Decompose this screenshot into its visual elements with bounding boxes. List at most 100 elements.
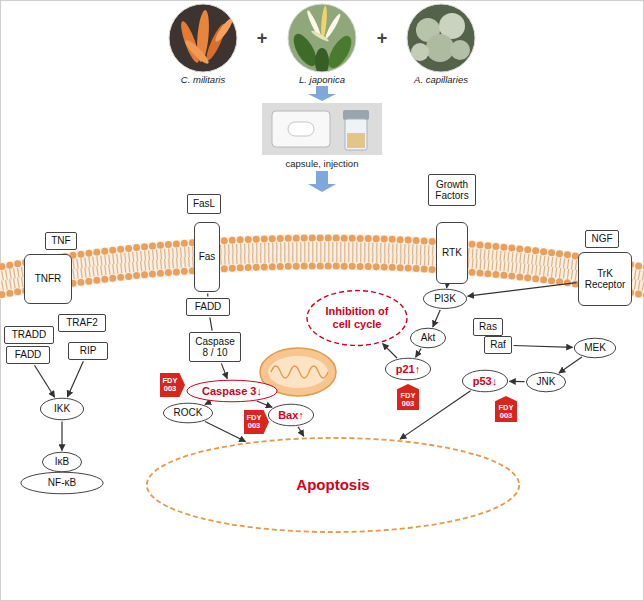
wormwood-photo — [403, 0, 483, 80]
foliage — [426, 34, 454, 62]
ellipse-shape — [385, 358, 430, 380]
adaptor-box: TRADD — [4, 326, 54, 344]
node-text: JNK — [537, 376, 556, 388]
photo-frame — [407, 4, 475, 72]
node-text: Growth Factors — [432, 179, 472, 202]
node-text: FDY 003 — [496, 404, 516, 420]
node-text: Inhibition of cell cycle — [324, 305, 390, 331]
protein-box: Raf — [484, 336, 512, 354]
cordyceps-photo — [165, 0, 245, 80]
target-ellipse: Bax↑ — [268, 404, 314, 426]
species-name: L. japonica — [299, 74, 345, 85]
adaptor-box: FADD — [6, 346, 50, 364]
target-ellipse: p53↓ — [462, 370, 508, 392]
connector-arrow — [67, 361, 83, 397]
ellipse-shape — [526, 372, 565, 392]
node-text: RIP — [80, 345, 97, 357]
photo-ground — [262, 103, 382, 155]
node-text: NGF — [591, 233, 612, 245]
tag-shape — [397, 384, 419, 410]
block-arrow — [308, 171, 336, 192]
node-text: RTK — [442, 247, 462, 259]
leaf — [324, 32, 356, 71]
node-text: PI3K — [434, 293, 456, 305]
protein-box: Caspase 8 / 10 — [189, 332, 240, 362]
fruiting-body — [183, 38, 211, 66]
photo-ground — [165, 0, 245, 80]
protein-ellipse: Akt — [410, 328, 446, 348]
node-text: FDY 003 — [245, 414, 264, 430]
ellipse-shape — [40, 398, 83, 420]
node-text: Fas — [199, 251, 216, 263]
connector-arrow — [383, 344, 397, 358]
adaptor-box: FADD — [186, 298, 230, 316]
ellipse-shape — [574, 338, 615, 358]
connector-arrow — [416, 349, 422, 358]
tag-shape — [244, 410, 269, 434]
node-text: MEK — [584, 342, 606, 354]
protein-ellipse: MEK — [574, 338, 616, 358]
target-ellipse: p21↑ — [385, 358, 431, 380]
receptor-box: RTK — [436, 222, 468, 284]
connector-arrow — [509, 381, 524, 382]
node-text: TNF — [51, 235, 70, 247]
protein-ellipse: NF-κB — [20, 472, 104, 494]
mitochondrion-inner — [268, 356, 328, 388]
protein-ellipse: JNK — [526, 372, 566, 392]
honeysuckle-photo — [284, 0, 364, 80]
vial-liquid — [347, 133, 365, 148]
drug-tag: FDY 003 — [495, 396, 517, 422]
node-text: FasL — [193, 198, 215, 210]
flower — [310, 29, 329, 42]
node-text: p21↑ — [396, 363, 420, 376]
tag-shape — [495, 396, 517, 422]
node-text: TRADD — [12, 329, 46, 341]
node-text: p53↓ — [473, 375, 497, 388]
ligand-box: TNF — [45, 232, 77, 250]
ellipse-shape — [187, 380, 277, 402]
connector-arrow — [433, 310, 440, 327]
receptor-box: TNFR — [24, 254, 72, 304]
drug-tag: FDY 003 — [244, 410, 269, 434]
node-text: TrK Receptor — [581, 268, 629, 291]
ellipse-shape — [462, 370, 507, 392]
ellipse-shape — [307, 291, 407, 346]
photo-frame — [288, 4, 356, 72]
node-text: Caspase 3↓ — [202, 385, 262, 398]
node-text: FADD — [195, 301, 222, 313]
connector-arrow — [210, 317, 212, 330]
lipid-heads — [0, 266, 644, 296]
cell-membrane — [0, 234, 644, 300]
node-text: FDY 003 — [398, 392, 418, 408]
ellipse-shape — [164, 403, 213, 423]
node-text: NF-κB — [48, 477, 76, 489]
connector-arrow — [205, 421, 245, 441]
outcome-ellipse: Apoptosis — [143, 437, 523, 533]
ellipse-shape — [42, 452, 81, 472]
node-text: TNFR — [35, 273, 62, 285]
plus-sign: + — [257, 28, 268, 49]
node-text: IκB — [55, 456, 69, 468]
photo-ground — [403, 0, 483, 80]
block-arrow — [308, 86, 336, 101]
photo-caption: capsule, injection — [286, 158, 359, 169]
plus-sign: + — [377, 28, 388, 49]
ellipse-shape — [410, 328, 445, 348]
vial — [345, 119, 367, 150]
connector-arrow — [207, 294, 208, 297]
connector-arrow — [559, 357, 582, 373]
connector-arrow — [298, 427, 304, 436]
adaptor-box: TRAF2 — [58, 314, 106, 332]
node-text: IKK — [54, 403, 70, 415]
connector-arrow — [61, 422, 62, 451]
capsule-blister — [272, 111, 330, 147]
ellipse-shape — [21, 472, 103, 494]
node-text: FADD — [15, 349, 42, 361]
node-text: TRAF2 — [66, 317, 98, 329]
node-text: ROCK — [174, 407, 203, 419]
drug-tag: FDY 003 — [160, 373, 185, 397]
